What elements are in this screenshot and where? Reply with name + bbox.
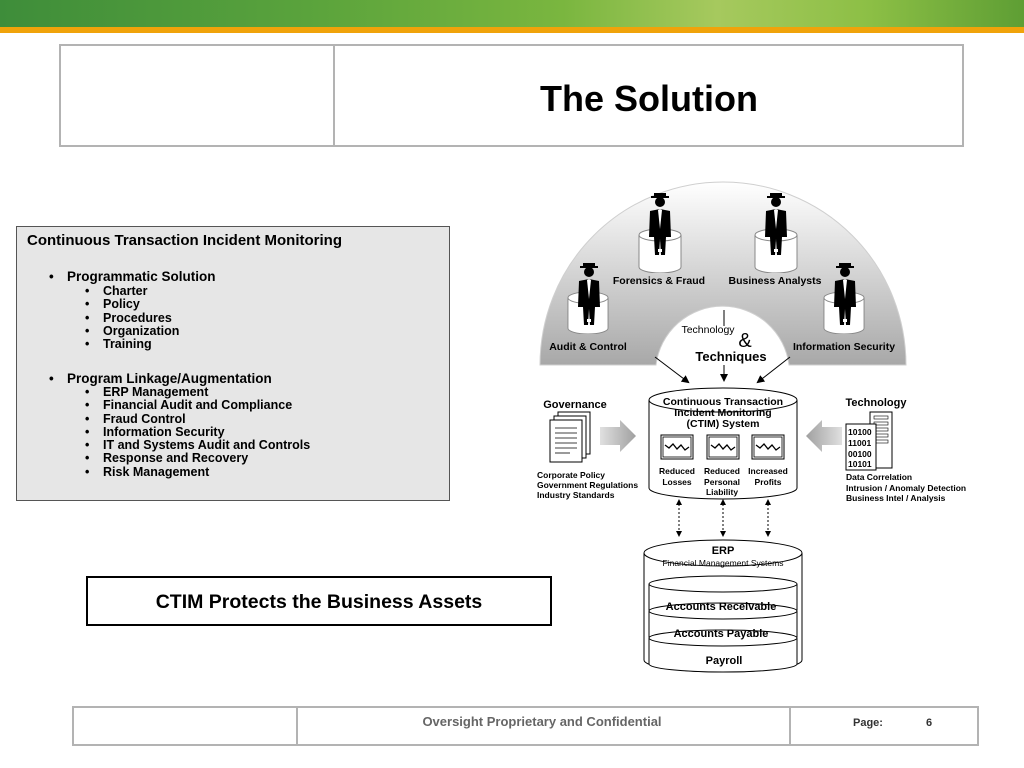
infosec-label: Information Security: [793, 341, 895, 353]
header-accent-stripe: [0, 27, 1024, 33]
reduced-liability-chart-icon: [706, 434, 740, 460]
increased-profits-chart-icon: [751, 434, 785, 460]
list-item: Charter: [85, 284, 179, 298]
title-divider: [333, 46, 335, 145]
list-item: Procedures: [85, 311, 179, 325]
binary-row: 00100: [848, 449, 872, 459]
erp-title: ERP: [712, 545, 735, 557]
list-item: Policy: [85, 297, 179, 311]
technology-arrow-icon: [806, 420, 842, 452]
footer-divider: [789, 708, 791, 744]
outcome-label: Personal: [704, 477, 740, 487]
technology-detail-line: Business Intel / Analysis: [846, 493, 946, 503]
center-technology-label: Technology: [681, 324, 735, 336]
ctim-summary-panel: Continuous Transaction Incident Monitori…: [16, 226, 450, 501]
list-item: IT and Systems Audit and Controls: [85, 438, 310, 452]
page-number: 6: [926, 717, 933, 729]
erp-module-label: Accounts Receivable: [666, 601, 777, 613]
footer-confidentiality-note: Oversight Proprietary and Confidential: [422, 714, 662, 729]
ctim-title-line: (CTIM) System: [687, 418, 760, 430]
binary-panel: [845, 423, 877, 471]
bullet-marker: •: [49, 371, 54, 386]
ctim-title-line: Continuous Transaction: [663, 396, 783, 408]
list-item: Information Security: [85, 425, 310, 439]
list-item: Organization: [85, 324, 180, 338]
analysts-label: Business Analysts: [729, 275, 822, 287]
list-item: ERP Management: [85, 385, 310, 399]
erp-subtitle: Financial Management Systems: [663, 558, 784, 568]
audit-label: Audit & Control: [549, 341, 627, 353]
group-heading: Programmatic Solution: [67, 269, 216, 284]
technology-detail-line: Data Correlation: [846, 472, 912, 482]
outcome-label: Increased: [748, 466, 788, 476]
binary-row: 10101: [848, 459, 872, 469]
arrow-into-ctim: [756, 356, 791, 384]
stakeholder-arc: [539, 181, 907, 366]
forensics-label: Forensics & Fraud: [613, 275, 705, 287]
footer-frame: [72, 706, 979, 746]
group-heading: Program Linkage/Augmentation: [67, 371, 272, 386]
title-frame: [59, 44, 964, 147]
header-banner: [0, 0, 1024, 31]
erp-module-label: Accounts Payable: [674, 628, 769, 640]
ctim-callout: CTIM Protects the Business Assets: [86, 576, 552, 626]
list-item: Training: [85, 337, 179, 351]
reduced-losses-chart-icon: [660, 434, 694, 460]
documents-icon: [549, 411, 591, 463]
list-item: Financial Audit and Compliance: [85, 398, 310, 412]
outcome-label: Reduced: [704, 466, 740, 476]
page-label: Page:: [853, 717, 883, 729]
bullet-marker: •: [49, 269, 54, 284]
governance-arrow-icon: [600, 420, 636, 452]
footer-divider: [296, 708, 298, 744]
list-item: Risk Management: [85, 465, 310, 479]
binary-row: 10100: [848, 427, 872, 437]
list-item: Response and Recovery: [85, 452, 310, 466]
arrow-into-ctim: [654, 356, 690, 384]
page-title: The Solution: [540, 78, 758, 119]
panel-title: Continuous Transaction Incident Monitori…: [27, 232, 342, 249]
technology-detail-line: Intrusion / Anomaly Detection: [846, 483, 966, 493]
outcome-label: Liability: [706, 487, 738, 497]
center-techniques-label: Techniques: [695, 349, 766, 364]
governance-detail-line: Industry Standards: [537, 490, 615, 500]
governance-detail-line: Government Regulations: [537, 480, 638, 490]
outcome-label: Profits: [755, 477, 782, 487]
payroll-disk: [648, 629, 798, 673]
erp-module-label: Payroll: [706, 655, 743, 667]
ampersand-glyph: &: [738, 330, 752, 352]
governance-detail-line: Corporate Policy: [537, 470, 605, 480]
outcome-label: Losses: [662, 477, 692, 487]
technology-label: Technology: [846, 397, 908, 409]
list-item: Fraud Control: [85, 412, 310, 426]
binary-row: 11001: [848, 438, 871, 448]
program-linkage-list: ERP Management Financial Audit and Compl…: [85, 385, 310, 479]
outcome-label: Reduced: [659, 466, 695, 476]
ctim-title-line: Incident Monitoring: [674, 407, 771, 419]
programmatic-solution-list: Charter Policy Procedures Organization T…: [85, 284, 180, 352]
programmatic-solution-heading: • Programmatic Solution: [49, 269, 216, 284]
program-linkage-heading: • Program Linkage/Augmentation: [49, 371, 272, 386]
governance-label: Governance: [543, 399, 607, 411]
